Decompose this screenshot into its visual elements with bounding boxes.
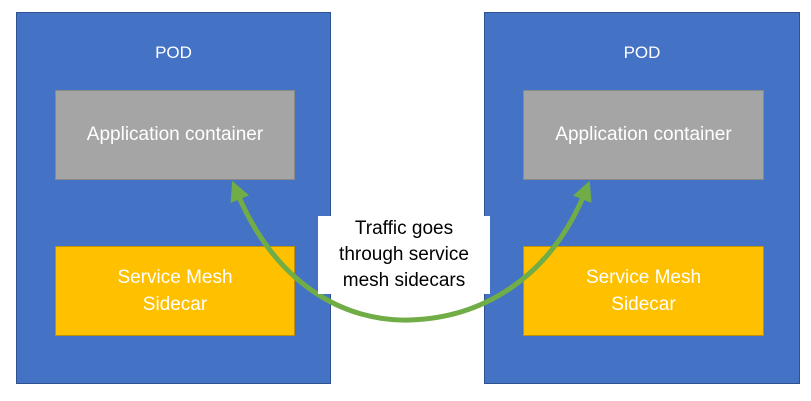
service-mesh-sidecar: Service Mesh Sidecar bbox=[523, 246, 764, 336]
application-container-label: Application container bbox=[555, 124, 732, 145]
sidecar-label-line1: Service Mesh bbox=[585, 267, 702, 288]
traffic-label-line2: through service bbox=[339, 244, 469, 265]
pod-title: POD bbox=[623, 43, 661, 62]
traffic-label: Traffic goes through service mesh sideca… bbox=[318, 216, 490, 294]
application-container: Application container bbox=[523, 90, 764, 180]
pod-title: POD bbox=[155, 43, 192, 62]
traffic-label-line3: mesh sidecars bbox=[342, 270, 466, 291]
application-container-label: Application container bbox=[86, 124, 264, 145]
traffic-label-line1: Traffic goes bbox=[354, 218, 454, 239]
traffic-arrow-path bbox=[230, 180, 592, 323]
service-mesh-sidecar: Service Mesh Sidecar bbox=[55, 246, 295, 336]
sidecar-label-line1: Service Mesh bbox=[117, 267, 233, 288]
sidecar-label-line2: Sidecar bbox=[611, 294, 676, 315]
application-container: Application container bbox=[55, 90, 295, 180]
sidecar-label-line2: Sidecar bbox=[142, 294, 208, 315]
